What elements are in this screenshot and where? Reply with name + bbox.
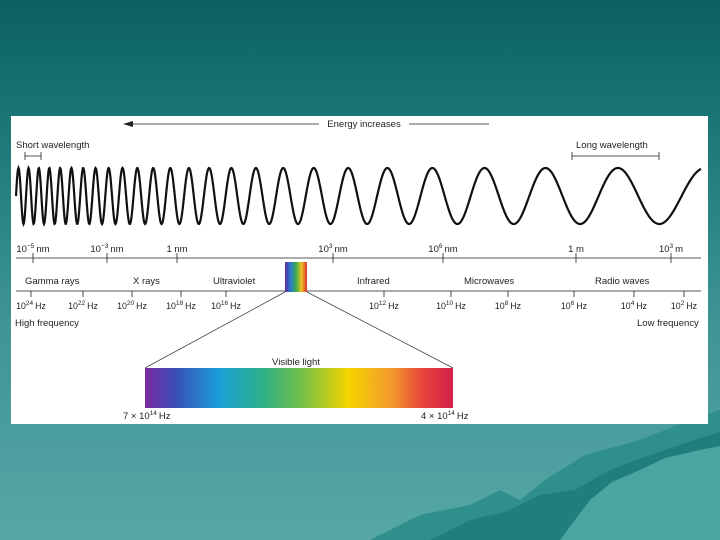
projection-line-right — [306, 291, 454, 369]
band-gamma-rays: Gamma rays — [25, 276, 80, 287]
mountain-decoration — [370, 410, 720, 540]
long-wavelength-label: Long wavelength — [576, 140, 648, 151]
band-microwaves: Microwaves — [464, 276, 514, 287]
long-wavelength-bracket — [571, 152, 660, 160]
wavelength-tick-label: 1 nm — [166, 244, 187, 255]
wavelength-tick-label: 1 m — [568, 244, 584, 255]
energy-arrow — [123, 121, 489, 127]
em-wave — [14, 164, 702, 228]
em-spectrum-diagram: Energy increases Short wavelength Long w… — [14, 119, 702, 422]
band-infrared: Infrared — [357, 276, 390, 287]
visible-light-title: Visible light — [272, 357, 320, 368]
low-frequency-label: Low frequency — [637, 318, 699, 329]
projection-line-left — [144, 291, 286, 369]
visible-slit — [285, 262, 307, 292]
band-x-rays: X rays — [133, 276, 160, 287]
short-wavelength-bracket — [24, 152, 42, 160]
high-frequency-label: High frequency — [15, 318, 79, 329]
band-ultraviolet: Ultraviolet — [213, 276, 256, 287]
short-wavelength-label: Short wavelength — [16, 140, 89, 151]
spectrum-panel: Energy increases Short wavelength Long w… — [11, 116, 708, 424]
visible-spectrum-bar — [145, 368, 453, 408]
band-radio-waves: Radio waves — [595, 276, 650, 287]
energy-label: Energy increases — [327, 119, 401, 130]
